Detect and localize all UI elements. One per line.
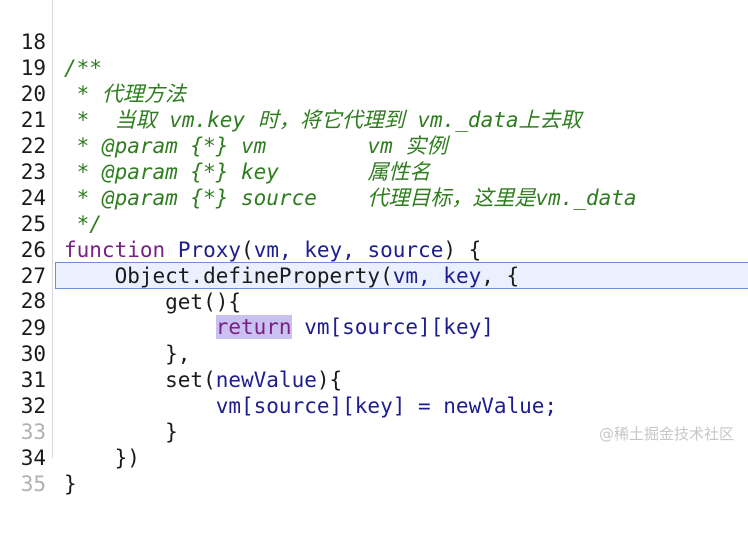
code-text: get(){ bbox=[64, 290, 242, 314]
parameter: newValue bbox=[215, 368, 317, 392]
code-line[interactable]: 19 * 代理方法 bbox=[0, 29, 748, 106]
line-number: 24 bbox=[20, 186, 46, 210]
comment-text: * @param {*} vm vm 实例 bbox=[64, 134, 448, 158]
code-line[interactable]: 18 /** bbox=[0, 3, 748, 80]
code-line[interactable]: 22 * @param {*} key 属性名 bbox=[0, 107, 748, 184]
line-number: 18 bbox=[20, 30, 46, 54]
code-line[interactable]: 30 set(newValue){ bbox=[0, 315, 748, 392]
comment-text: * 当取 vm.key 时，将它代理到 vm._data上去取 bbox=[64, 108, 582, 132]
punctuation: ( bbox=[241, 238, 254, 262]
code-line[interactable]: 32 } bbox=[0, 367, 748, 444]
punctuation: , { bbox=[481, 264, 520, 288]
code-text: } bbox=[64, 420, 178, 444]
code-text: set(newValue){ bbox=[64, 367, 342, 393]
watermark: @稀土掘金技术社区 bbox=[598, 425, 734, 443]
code-text: } bbox=[64, 472, 77, 496]
line-number: 28 bbox=[20, 289, 46, 313]
line-number: 20 bbox=[20, 82, 46, 106]
code-text: Object.defineProperty(vm, key, { bbox=[64, 263, 520, 289]
line-number: 30 bbox=[20, 342, 46, 366]
line-number: 29 bbox=[20, 316, 46, 340]
comment-text: /** bbox=[64, 56, 102, 80]
code-line[interactable]: 20 * 当取 vm.key 时，将它代理到 vm._data上去取 bbox=[0, 55, 748, 132]
code-line[interactable]: 29 }, bbox=[0, 289, 748, 366]
method-name: set( bbox=[64, 368, 216, 392]
line-number: 33 bbox=[20, 420, 46, 444]
line-number: 23 bbox=[20, 160, 46, 184]
code-line[interactable]: 23 * @param {*} source 代理目标，这里是vm._data bbox=[0, 133, 748, 210]
keyword: function bbox=[64, 238, 166, 262]
code-text: vm[source][key] = newValue; bbox=[64, 394, 558, 418]
code-line[interactable]: 33 }) bbox=[0, 393, 748, 470]
code-text: return vm[source][key] bbox=[64, 314, 494, 340]
punctuation: ) { bbox=[443, 238, 482, 262]
punctuation: ){ bbox=[316, 368, 343, 392]
parameters: vm, key, source bbox=[253, 238, 444, 262]
code-line[interactable]: 35 bbox=[0, 445, 748, 496]
line-number: 19 bbox=[20, 56, 46, 80]
code-line[interactable]: 27 get(){ bbox=[0, 237, 748, 314]
arguments: vm, key bbox=[392, 264, 482, 288]
line-number: 22 bbox=[20, 134, 46, 158]
member-expression: vm[source][key] bbox=[291, 315, 494, 339]
line-number: 26 bbox=[20, 238, 46, 262]
code-line[interactable]: 25 function Proxy(vm, key, source) { bbox=[0, 185, 748, 262]
call-expression: Object.defineProperty( bbox=[64, 264, 393, 288]
current-line-highlight bbox=[55, 262, 748, 289]
line-number: 31 bbox=[20, 368, 46, 392]
code-line[interactable]: 31 vm[source][key] = newValue; bbox=[0, 341, 748, 418]
comment-text: * @param {*} source 代理目标，这里是vm._data bbox=[64, 186, 637, 210]
line-number: 32 bbox=[20, 394, 46, 418]
code-editor[interactable]: 18 /** 19 * 代理方法 20 * 当取 vm.key 时，将它代理到 … bbox=[0, 0, 748, 496]
line-number: 35 bbox=[20, 472, 46, 496]
code-line[interactable]: 26 Object.defineProperty(vm, key, { bbox=[0, 211, 748, 288]
code-line[interactable]: 21 * @param {*} vm vm 实例 bbox=[0, 81, 748, 158]
code-text: }, bbox=[64, 342, 191, 366]
code-line-current[interactable]: 28 return vm[source][key] bbox=[0, 262, 748, 339]
line-number-gutter bbox=[0, 0, 53, 458]
function-name: Proxy bbox=[177, 238, 242, 262]
comment-text: * 代理方法 bbox=[64, 82, 186, 106]
keyword-highlighted: return bbox=[215, 315, 292, 339]
line-number: 27 bbox=[20, 264, 46, 288]
code-line[interactable]: 24 */ bbox=[0, 159, 748, 236]
comment-text: * @param {*} key 属性名 bbox=[64, 160, 431, 184]
line-number: 25 bbox=[20, 212, 46, 236]
code-text: function Proxy(vm, key, source) { bbox=[64, 237, 481, 263]
comment-text: */ bbox=[64, 212, 102, 236]
line-number: 21 bbox=[20, 108, 46, 132]
